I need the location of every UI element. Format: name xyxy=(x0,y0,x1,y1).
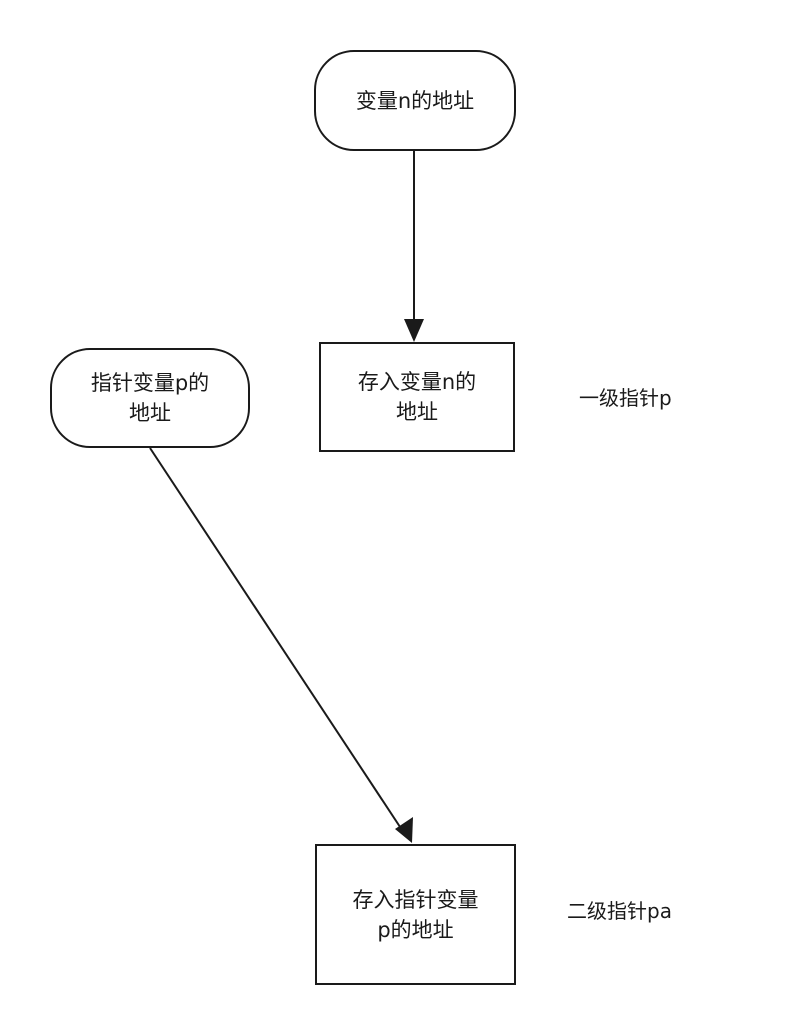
node-text-line: 变量n的地址 xyxy=(355,88,475,113)
node-text-line: 地址 xyxy=(129,401,171,425)
node-variable-n-address[interactable]: 变量n的地址 xyxy=(314,50,516,151)
node-pointer-p-address[interactable]: 指针变量p的 地址 xyxy=(50,348,250,448)
edge-addr-p-to-store-p xyxy=(149,447,407,837)
node-text-line: 指针变量p的 xyxy=(90,371,210,395)
node-text-line: 地址 xyxy=(396,400,438,424)
node-text-line: 存入变量n的 xyxy=(357,370,477,394)
arrowhead-addr-n-to-store-n xyxy=(404,319,424,342)
node-text-line: p的地址 xyxy=(377,917,454,942)
node-store-n-address[interactable]: 存入变量n的 地址 xyxy=(319,342,515,452)
node-store-p-address[interactable]: 存入指针变量 p的地址 xyxy=(315,844,516,985)
node-text-line: 存入指针变量 xyxy=(352,887,479,912)
label-level1-pointer: 一级指针p xyxy=(579,386,672,410)
arrowhead-addr-p-to-store-p xyxy=(395,817,413,843)
label-level2-pointer: 二级指针pa xyxy=(567,899,672,923)
